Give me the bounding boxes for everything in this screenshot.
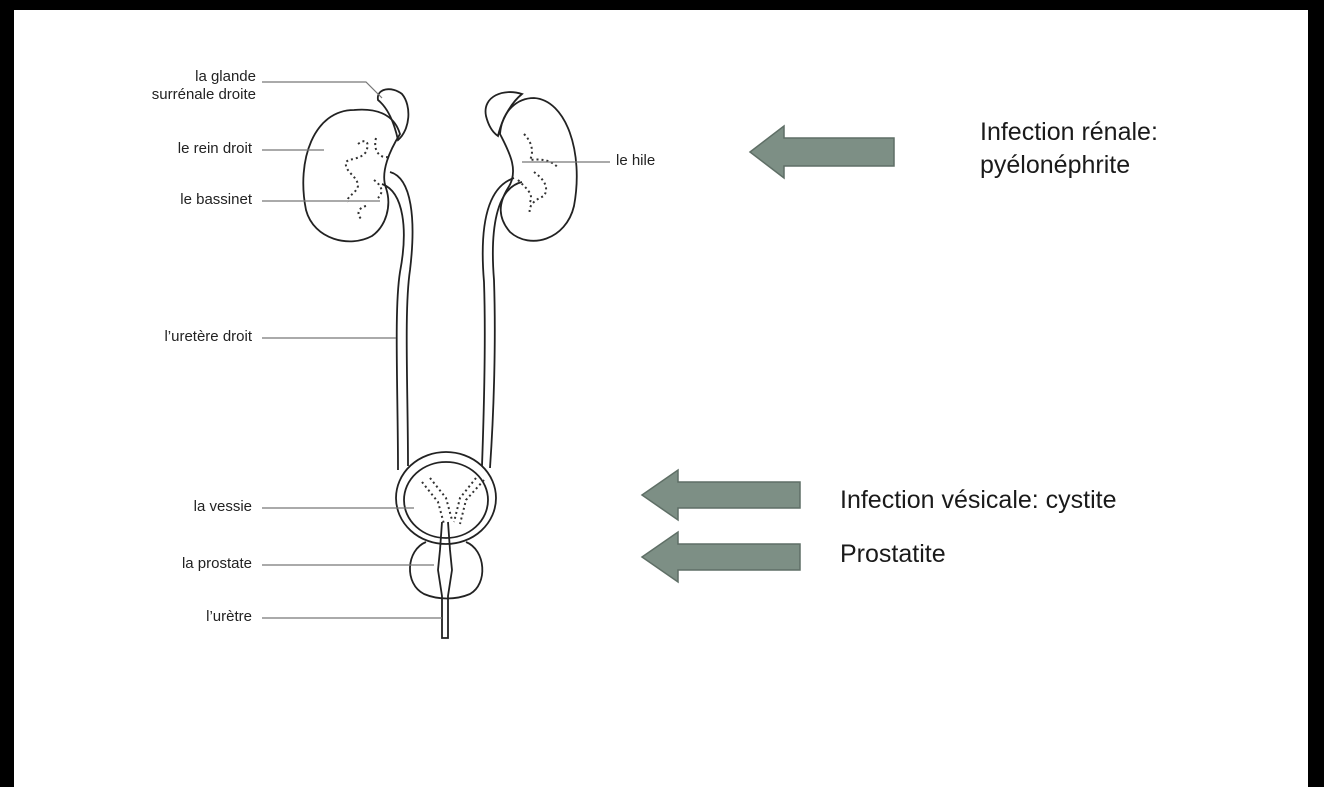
arrow-kidney xyxy=(750,126,894,178)
slide-frame: la glande surrénale droite le rein droit… xyxy=(14,10,1308,787)
label-glande: la glande surrénale droite xyxy=(152,68,256,104)
label-hile: le hile xyxy=(616,152,655,170)
urethra xyxy=(438,522,452,638)
adrenal-gland-left xyxy=(486,92,522,136)
adrenal-gland-right xyxy=(378,89,409,140)
caption-renal: Infection rénale: pyélonéphrite xyxy=(980,116,1158,182)
caption-vesical: Infection vésicale: cystite xyxy=(840,484,1117,517)
arrow-prostate xyxy=(642,532,800,582)
label-rein-droit: le rein droit xyxy=(178,140,252,158)
prostate xyxy=(410,542,482,599)
label-bassinet: le bassinet xyxy=(180,191,252,209)
label-uretre: l’urètre xyxy=(206,608,252,626)
label-uretere-droit: l’uretère droit xyxy=(164,328,252,346)
label-glande-line1: la glande xyxy=(152,68,256,86)
arrow-bladder xyxy=(642,470,800,520)
ureter-right xyxy=(382,184,404,470)
label-glande-line2: surrénale droite xyxy=(152,86,256,104)
label-prostate: la prostate xyxy=(182,555,252,573)
caption-prostatite: Prostatite xyxy=(840,538,946,571)
kidney-left xyxy=(500,98,577,241)
label-vessie: la vessie xyxy=(194,498,252,516)
caption-renal-line1: Infection rénale: xyxy=(980,116,1158,149)
caption-renal-line2: pyélonéphrite xyxy=(980,149,1158,182)
kidney-right xyxy=(303,110,400,242)
